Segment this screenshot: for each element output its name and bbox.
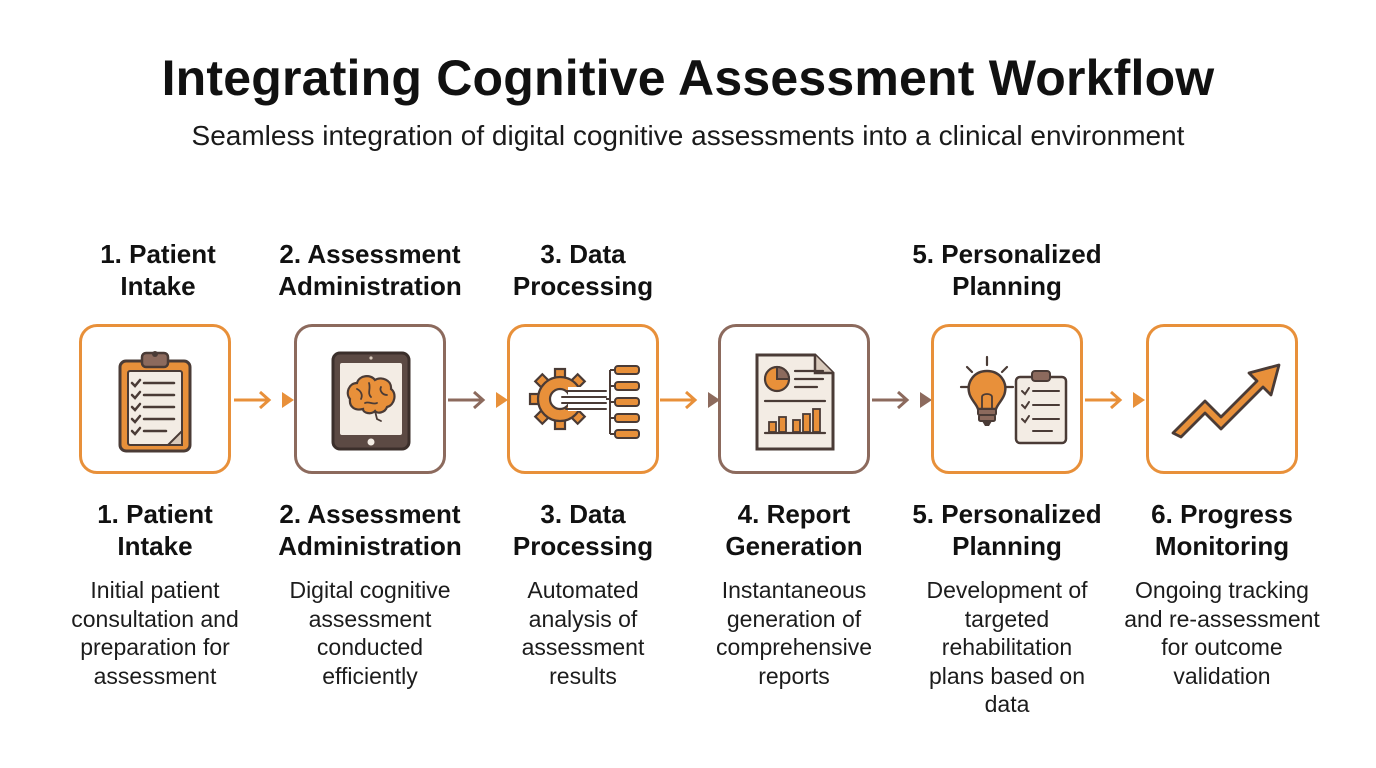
step-box-data-processing — [507, 324, 659, 474]
step-desc-report-generation: Instantaneous generation of comprehensiv… — [716, 577, 872, 689]
step-box-patient-intake — [79, 324, 231, 474]
lightbulb-plan-icon — [959, 355, 1068, 445]
flow-arrow-3-icon — [660, 390, 720, 410]
page-subtitle: Seamless integration of digital cognitiv… — [191, 120, 1185, 151]
report-document-icon — [755, 353, 835, 451]
trend-arrow-icon — [1171, 363, 1281, 439]
step-box-personalized-planning — [931, 324, 1083, 474]
step-desc-data-processing: Automated analysis of assessment results — [521, 577, 645, 689]
step-box-assessment-administration — [294, 324, 446, 474]
tablet-brain-icon — [331, 351, 411, 451]
step-desc-progress-monitoring: Ongoing tracking and re-assessment for o… — [1124, 577, 1320, 689]
gear-data-icon — [528, 365, 640, 439]
step-box-report-generation — [718, 324, 870, 474]
step-desc-personalized-planning: Development of targeted rehabilitation p… — [926, 577, 1088, 717]
page-title: Integrating Cognitive Assessment Workflo… — [161, 50, 1215, 106]
step-desc-patient-intake: Initial patient consultation and prepara… — [71, 577, 239, 689]
step-desc-assessment-administration: Digital cognitive assessment conducted e… — [289, 577, 451, 689]
step-box-progress-monitoring — [1146, 324, 1298, 474]
clipboard-checklist-icon — [118, 351, 192, 453]
flow-arrow-5-icon — [1085, 390, 1145, 410]
flow-arrow-2-icon — [448, 390, 508, 410]
flow-arrow-4-icon — [872, 390, 932, 410]
flow-arrow-1-icon — [234, 390, 294, 410]
